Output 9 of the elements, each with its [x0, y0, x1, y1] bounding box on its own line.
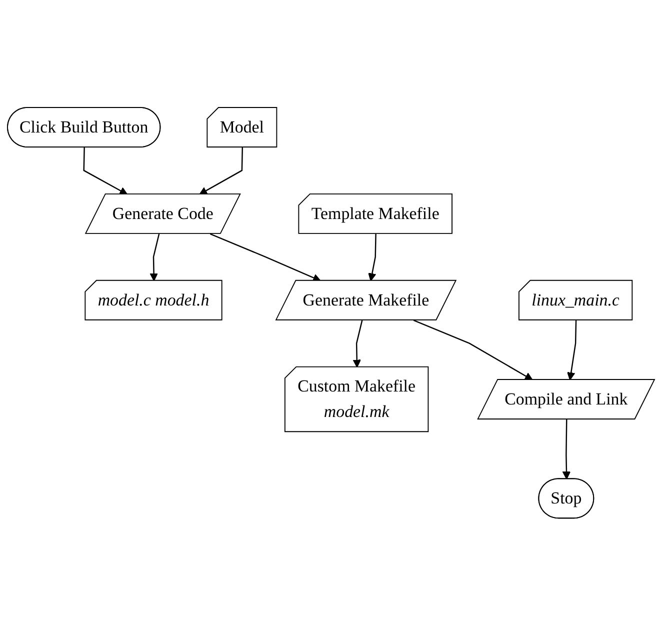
arrow — [567, 320, 577, 381]
arrow — [368, 234, 376, 282]
arrow — [210, 234, 321, 282]
arrow — [150, 234, 160, 282]
arrow — [413, 320, 533, 381]
arrow — [83, 148, 128, 195]
arrow — [562, 420, 571, 480]
arrow — [352, 320, 363, 368]
arrow — [199, 148, 243, 195]
